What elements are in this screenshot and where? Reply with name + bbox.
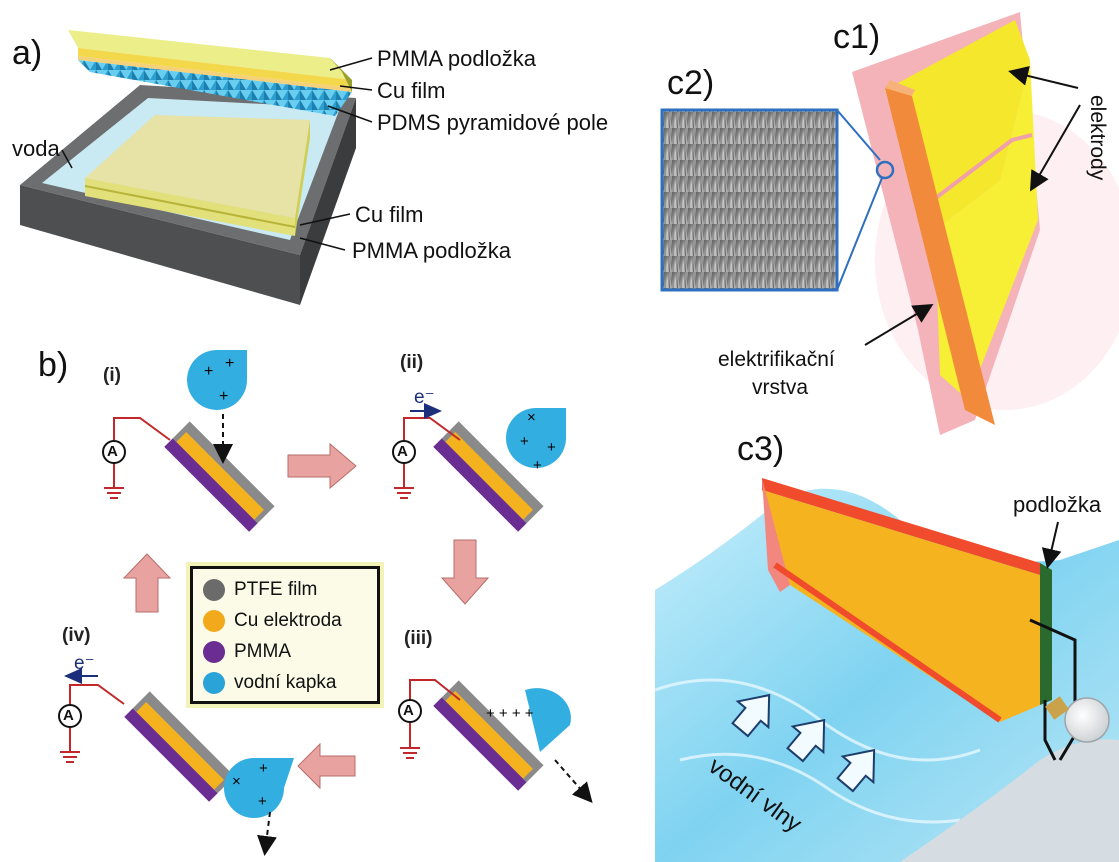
svg-text:+: +	[204, 363, 213, 380]
ammeter-iv-symbol: A	[63, 707, 74, 724]
svg-text:+: +	[225, 355, 234, 372]
svg-text:+: +	[219, 388, 228, 405]
step-i-label: (i)	[103, 365, 121, 386]
label-water: voda	[12, 136, 60, 161]
legend-swatch-ptfe	[203, 579, 225, 601]
step-ii-label: (ii)	[400, 352, 424, 373]
label-layer-line2: vrstva	[752, 376, 809, 399]
legend-label-drop: vodní kapka	[234, 672, 337, 693]
label-bottom-cu: Cu film	[355, 202, 424, 227]
svg-text:×: ×	[527, 409, 536, 426]
label-bottom-pmma: PMMA podložka	[352, 238, 511, 263]
step-iii-label: (iii)	[404, 628, 433, 649]
legend-item-cu: Cu elektroda	[203, 608, 342, 634]
panel-label-c3: c3)	[737, 430, 785, 468]
label-layer-line1: elektrifikační	[718, 348, 835, 371]
step-iv-label: (iv)	[62, 625, 91, 646]
legend-item-ptfe: PTFE film	[203, 577, 317, 603]
panel-c1-arrows	[864, 66, 1081, 346]
panel-label-b: b)	[38, 346, 69, 384]
label-electrodes: elektrody	[1086, 95, 1109, 181]
step-iii-device: + + + +	[398, 679, 593, 804]
panel-a-leader-lines	[61, 57, 373, 251]
label-top-pmma: PMMA podložka	[377, 46, 536, 71]
svg-text:+: +	[533, 457, 542, 474]
legend-box: PTFE film Cu elektroda PMMA vodní kapka	[190, 566, 380, 704]
label-pdms: PDMS pyramidové pole	[377, 110, 609, 135]
cycle-arrows	[122, 442, 490, 790]
step-ii-device: × + + +	[392, 403, 566, 532]
legend-swatch-cu	[203, 610, 225, 632]
label-top-cu: Cu film	[377, 78, 446, 103]
electron-label-ii: e⁻	[414, 387, 435, 408]
step-i-drop: + + +	[187, 349, 247, 464]
panel-c2-sem-inset	[660, 108, 895, 292]
label-substrate: podložka	[1013, 492, 1102, 517]
panel-c1-device	[852, 12, 1119, 435]
svg-text:+ + + +: + + + +	[486, 705, 534, 722]
legend-label-pmma: PMMA	[234, 641, 291, 662]
step-iv-device: × + +	[58, 668, 294, 856]
legend-label-ptfe: PTFE film	[234, 579, 318, 600]
panel-label-a: a)	[12, 34, 43, 72]
legend-item-drop: vodní kapka	[203, 670, 336, 696]
electron-label-iv: e⁻	[74, 653, 95, 674]
ammeter-i-symbol: A	[107, 443, 118, 460]
svg-text:+: +	[520, 433, 529, 450]
svg-text:+: +	[259, 760, 268, 777]
legend-swatch-drop	[203, 672, 225, 694]
panel-label-c2: c2)	[667, 64, 715, 102]
panel-label-c1: c1)	[833, 18, 881, 56]
panel-a-device	[20, 30, 356, 305]
svg-text:×: ×	[232, 773, 241, 790]
svg-text:+: +	[547, 439, 556, 456]
legend-item-pmma: PMMA	[203, 639, 291, 665]
ammeter-iii-symbol: A	[403, 702, 414, 719]
legend-label-cu: Cu elektroda	[234, 610, 342, 631]
svg-text:+: +	[258, 793, 267, 810]
panel-c3-scene	[654, 478, 1119, 862]
legend-swatch-pmma	[203, 641, 225, 663]
step-i-device	[102, 417, 275, 532]
ammeter-ii-symbol: A	[397, 443, 408, 460]
